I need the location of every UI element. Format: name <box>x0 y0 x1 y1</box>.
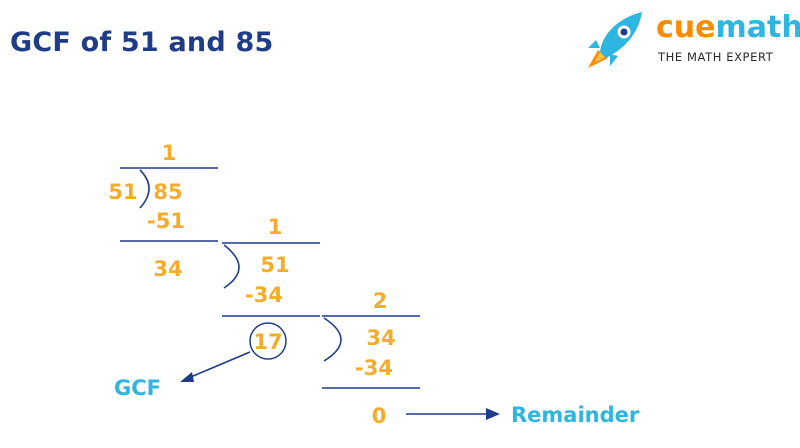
gcf-label: GCF <box>114 376 161 400</box>
step1-remainder: 34 <box>153 257 182 281</box>
step2-remainder-gcf: 17 <box>253 330 282 354</box>
step3-subtract: -34 <box>355 356 393 380</box>
step1-divisor: 51 <box>108 180 137 204</box>
step1-quotient: 1 <box>162 141 177 165</box>
logo-word-math: math <box>715 10 800 45</box>
logo-tagline: THE MATH EXPERT <box>658 50 774 64</box>
step1-subtract: -51 <box>147 209 185 233</box>
step2-subtract: -34 <box>245 283 283 307</box>
step2-division-bracket <box>223 244 240 289</box>
step2-dividend: 51 <box>260 253 289 277</box>
rocket-icon <box>588 12 642 68</box>
step3-division-bracket <box>323 317 342 362</box>
gcf-arrow-head <box>180 372 194 382</box>
remainder-label: Remainder <box>511 403 640 427</box>
step3-quotient: 2 <box>373 289 388 313</box>
logo-word-cue: cue <box>656 10 716 45</box>
step3-dividend: 34 <box>366 326 395 350</box>
step1-dividend: 85 <box>153 180 182 204</box>
cuemath-logo: cuemath THE MATH EXPERT <box>584 8 800 70</box>
step2-quotient: 1 <box>268 215 283 239</box>
gcf-highlight-circle <box>249 322 287 360</box>
step1-division-bracket <box>139 169 150 209</box>
logo-wordmark: cuemath <box>656 10 800 45</box>
gcf-arrow-line <box>185 351 251 380</box>
step3-remainder: 0 <box>372 404 387 428</box>
page-title: GCF of 51 and 85 <box>10 27 274 58</box>
remainder-arrow-head <box>486 408 500 420</box>
